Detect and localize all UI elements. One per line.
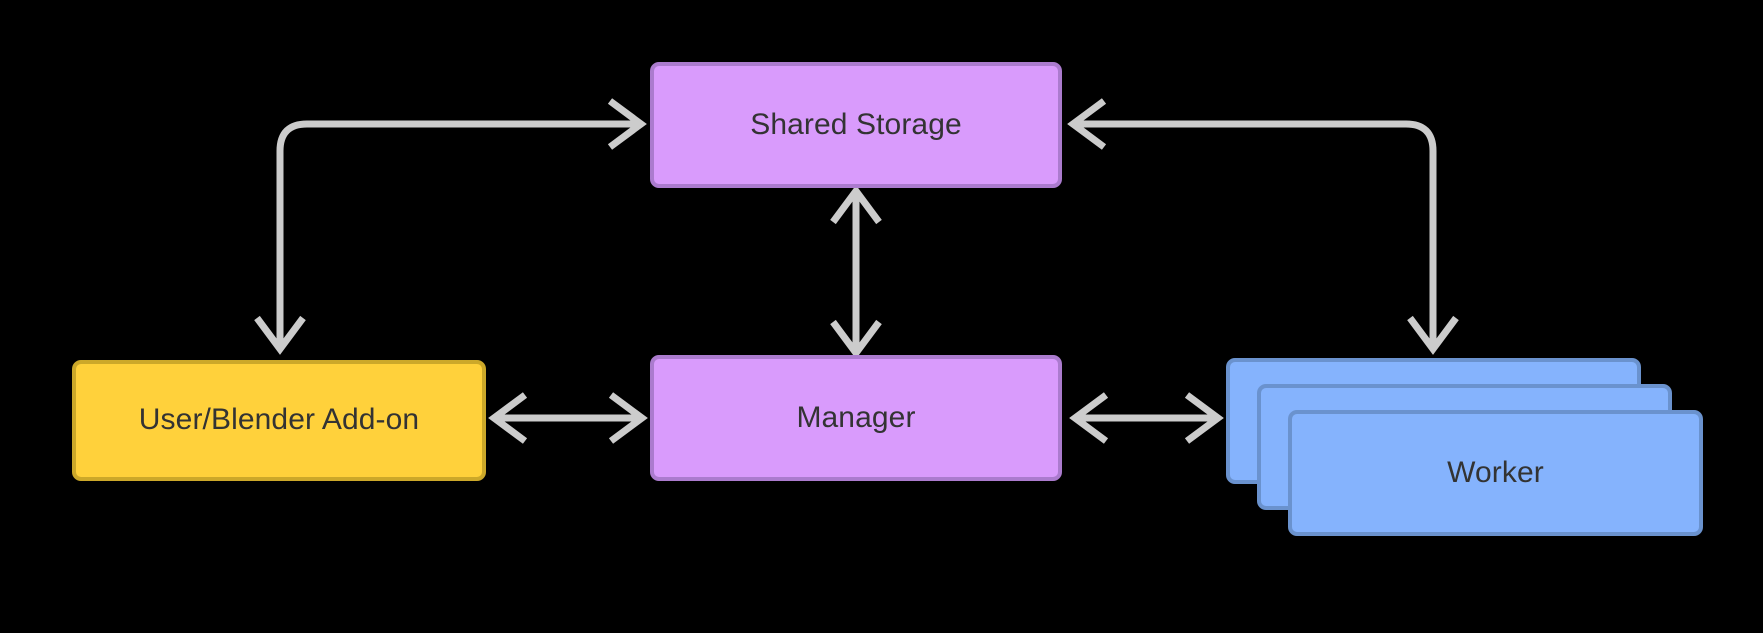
edge-worker-to-shared-storage (1067, 98, 1459, 355)
arrowhead-right-into-shared-storage (607, 98, 647, 150)
node-shared-storage[interactable]: Shared Storage (650, 62, 1062, 188)
node-user-addon-label: User/Blender Add-on (138, 403, 420, 437)
arrowhead-down-into-addon (254, 315, 306, 355)
arrowhead-right-into-worker (1184, 392, 1224, 444)
edge-addon-to-shared-storage (254, 98, 647, 355)
worker-card-front[interactable]: Worker (1288, 410, 1703, 536)
arrowhead-left-into-manager (1069, 392, 1109, 444)
edge-addon-to-manager (488, 392, 648, 444)
node-shared-storage-label: Shared Storage (750, 107, 962, 141)
arrowhead-left-into-shared-storage (1067, 98, 1107, 150)
edge-shared-storage-to-manager (830, 185, 882, 359)
arrowhead-right-into-manager (608, 392, 648, 444)
node-user-addon[interactable]: User/Blender Add-on (72, 360, 486, 481)
node-worker-label: Worker (1447, 455, 1544, 489)
arrowhead-up-into-shared-storage (830, 185, 882, 225)
node-manager[interactable]: Manager (650, 355, 1062, 481)
edge-manager-to-worker (1069, 392, 1224, 444)
node-worker-stack[interactable]: Worker (1226, 358, 1706, 558)
node-manager-label: Manager (796, 400, 916, 434)
arrowhead-down-into-worker (1407, 315, 1459, 355)
arrowhead-left-into-addon (488, 392, 528, 444)
arrowhead-down-into-manager (830, 319, 882, 359)
